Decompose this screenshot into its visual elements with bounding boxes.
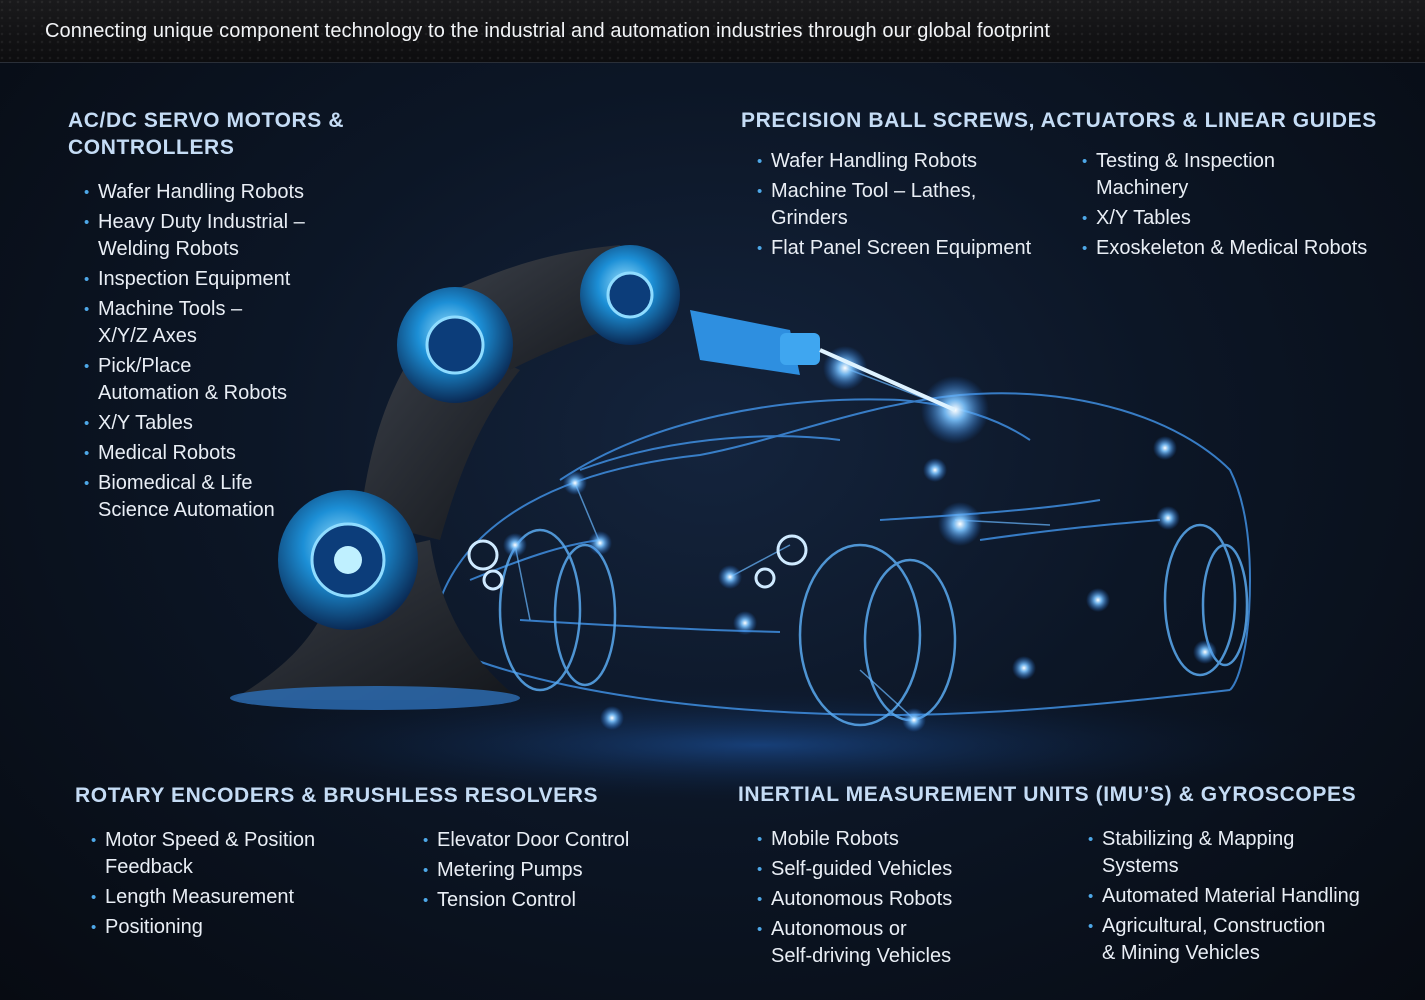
list-item: Positioning bbox=[91, 914, 423, 941]
list-item: Tension Control bbox=[423, 887, 629, 914]
ball-screws-list-col1: Wafer Handling Robots Machine Tool – Lat… bbox=[757, 148, 1082, 265]
list-item: Agricultural, Construction& Mining Vehic… bbox=[1088, 913, 1360, 967]
section-title: AC/DC SERVO MOTORS & CONTROLLERS bbox=[68, 107, 388, 161]
list-item: Machine Tools –X/Y/Z Axes bbox=[84, 296, 388, 350]
section-title-line1: AC/DC SERVO MOTORS & bbox=[68, 109, 345, 132]
list-item: Self-guided Vehicles bbox=[757, 856, 1088, 883]
section-title-line2: CONTROLLERS bbox=[68, 136, 235, 159]
list-item: Mobile Robots bbox=[757, 826, 1088, 853]
robot-car-illustration bbox=[200, 245, 1320, 805]
section-imu: INERTIAL MEASUREMENT UNITS (IMU’S) & GYR… bbox=[738, 781, 1408, 973]
tagline: Connecting unique component technology t… bbox=[45, 20, 1051, 42]
list-item: Medical Robots bbox=[84, 440, 388, 467]
list-item: Exoskeleton & Medical Robots bbox=[1082, 235, 1367, 262]
header-bar: Connecting unique component technology t… bbox=[0, 0, 1425, 63]
section-encoders: ROTARY ENCODERS & BRUSHLESS RESOLVERS Mo… bbox=[75, 782, 695, 944]
list-item: Elevator Door Control bbox=[423, 827, 629, 854]
list-item: Wafer Handling Robots bbox=[84, 179, 388, 206]
main-panel: AC/DC SERVO MOTORS & CONTROLLERS Wafer H… bbox=[0, 63, 1425, 1000]
section-ball-screws: PRECISION BALL SCREWS, ACTUATORS & LINEA… bbox=[741, 107, 1401, 265]
list-item: Wafer Handling Robots bbox=[757, 148, 1082, 175]
encoders-list-col2: Elevator Door Control Metering Pumps Ten… bbox=[423, 827, 629, 944]
list-item: Length Measurement bbox=[91, 884, 423, 911]
list-item: Machine Tool – Lathes,Grinders bbox=[757, 178, 1082, 232]
list-item: Flat Panel Screen Equipment bbox=[757, 235, 1082, 262]
list-item: Heavy Duty Industrial –Welding Robots bbox=[84, 209, 388, 263]
section-title: PRECISION BALL SCREWS, ACTUATORS & LINEA… bbox=[741, 109, 1377, 132]
section-servo-motors: AC/DC SERVO MOTORS & CONTROLLERS Wafer H… bbox=[68, 107, 388, 527]
list-item: X/Y Tables bbox=[84, 410, 388, 437]
list-item: Autonomous Robots bbox=[757, 886, 1088, 913]
list-item: Automated Material Handling bbox=[1088, 883, 1360, 910]
section-title: ROTARY ENCODERS & BRUSHLESS RESOLVERS bbox=[75, 784, 599, 807]
section-title: INERTIAL MEASUREMENT UNITS (IMU’S) & GYR… bbox=[738, 783, 1357, 806]
servo-list: Wafer Handling Robots Heavy Duty Industr… bbox=[84, 179, 388, 524]
list-item: Metering Pumps bbox=[423, 857, 629, 884]
imu-list-col1: Mobile Robots Self-guided Vehicles Auton… bbox=[757, 826, 1088, 973]
list-item: X/Y Tables bbox=[1082, 205, 1367, 232]
list-item: Inspection Equipment bbox=[84, 266, 388, 293]
